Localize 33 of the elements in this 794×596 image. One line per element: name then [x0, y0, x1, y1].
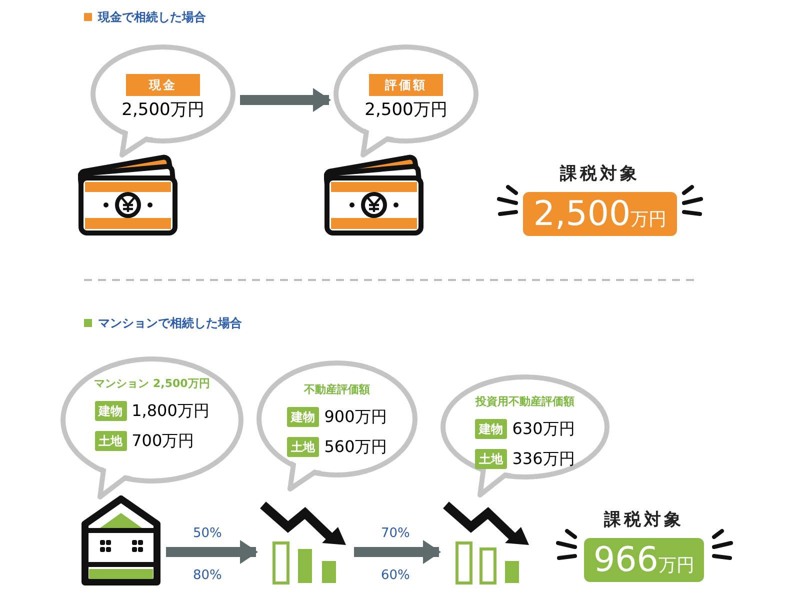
- category-badge: 建物: [94, 400, 127, 420]
- apartment-building-drawing: [80, 494, 162, 586]
- amount-box: 966万円: [584, 538, 704, 582]
- bubble-title: 不動産評価額: [304, 382, 370, 398]
- percentage-label: 60%: [381, 567, 410, 585]
- percentage-label: 70%: [381, 525, 410, 543]
- bubble-title: 投資用不動産評価額: [476, 394, 574, 410]
- section-heading: 現金で相続した場合: [98, 9, 206, 26]
- category-badge: 土地: [287, 436, 320, 456]
- category-badge: 土地: [475, 448, 508, 468]
- arrow: [166, 540, 258, 564]
- category-badge: 評価額: [369, 74, 443, 96]
- amount-box: 2,500万円: [523, 192, 677, 236]
- percentage-label: 50%: [193, 525, 222, 543]
- amount-text: 2,500万円: [364, 99, 448, 122]
- category-badge: 建物: [287, 406, 320, 426]
- amount-text: 700万円: [132, 430, 194, 452]
- amount-text: 900万円: [324, 406, 387, 428]
- bubble-title: マンション 2,500万円: [94, 376, 210, 392]
- heading-text: 課税対象: [560, 163, 640, 186]
- amount-text: 560万円: [324, 436, 387, 458]
- amount-text: 2,500万円: [122, 99, 204, 122]
- category-badge: 土地: [94, 430, 127, 450]
- percentage-label: 80%: [193, 567, 222, 585]
- amount-text: 630万円: [512, 418, 575, 440]
- amount-text: 1,800万円: [132, 400, 210, 422]
- category-badge: 建物: [475, 418, 508, 438]
- section-heading: マンションで相続した場合: [98, 315, 242, 332]
- arrow: [354, 540, 441, 564]
- category-badge: 現金: [126, 74, 200, 96]
- amount-text: 336万円: [512, 448, 575, 470]
- arrow: [240, 88, 331, 112]
- heading-text: 課税対象: [604, 509, 684, 532]
